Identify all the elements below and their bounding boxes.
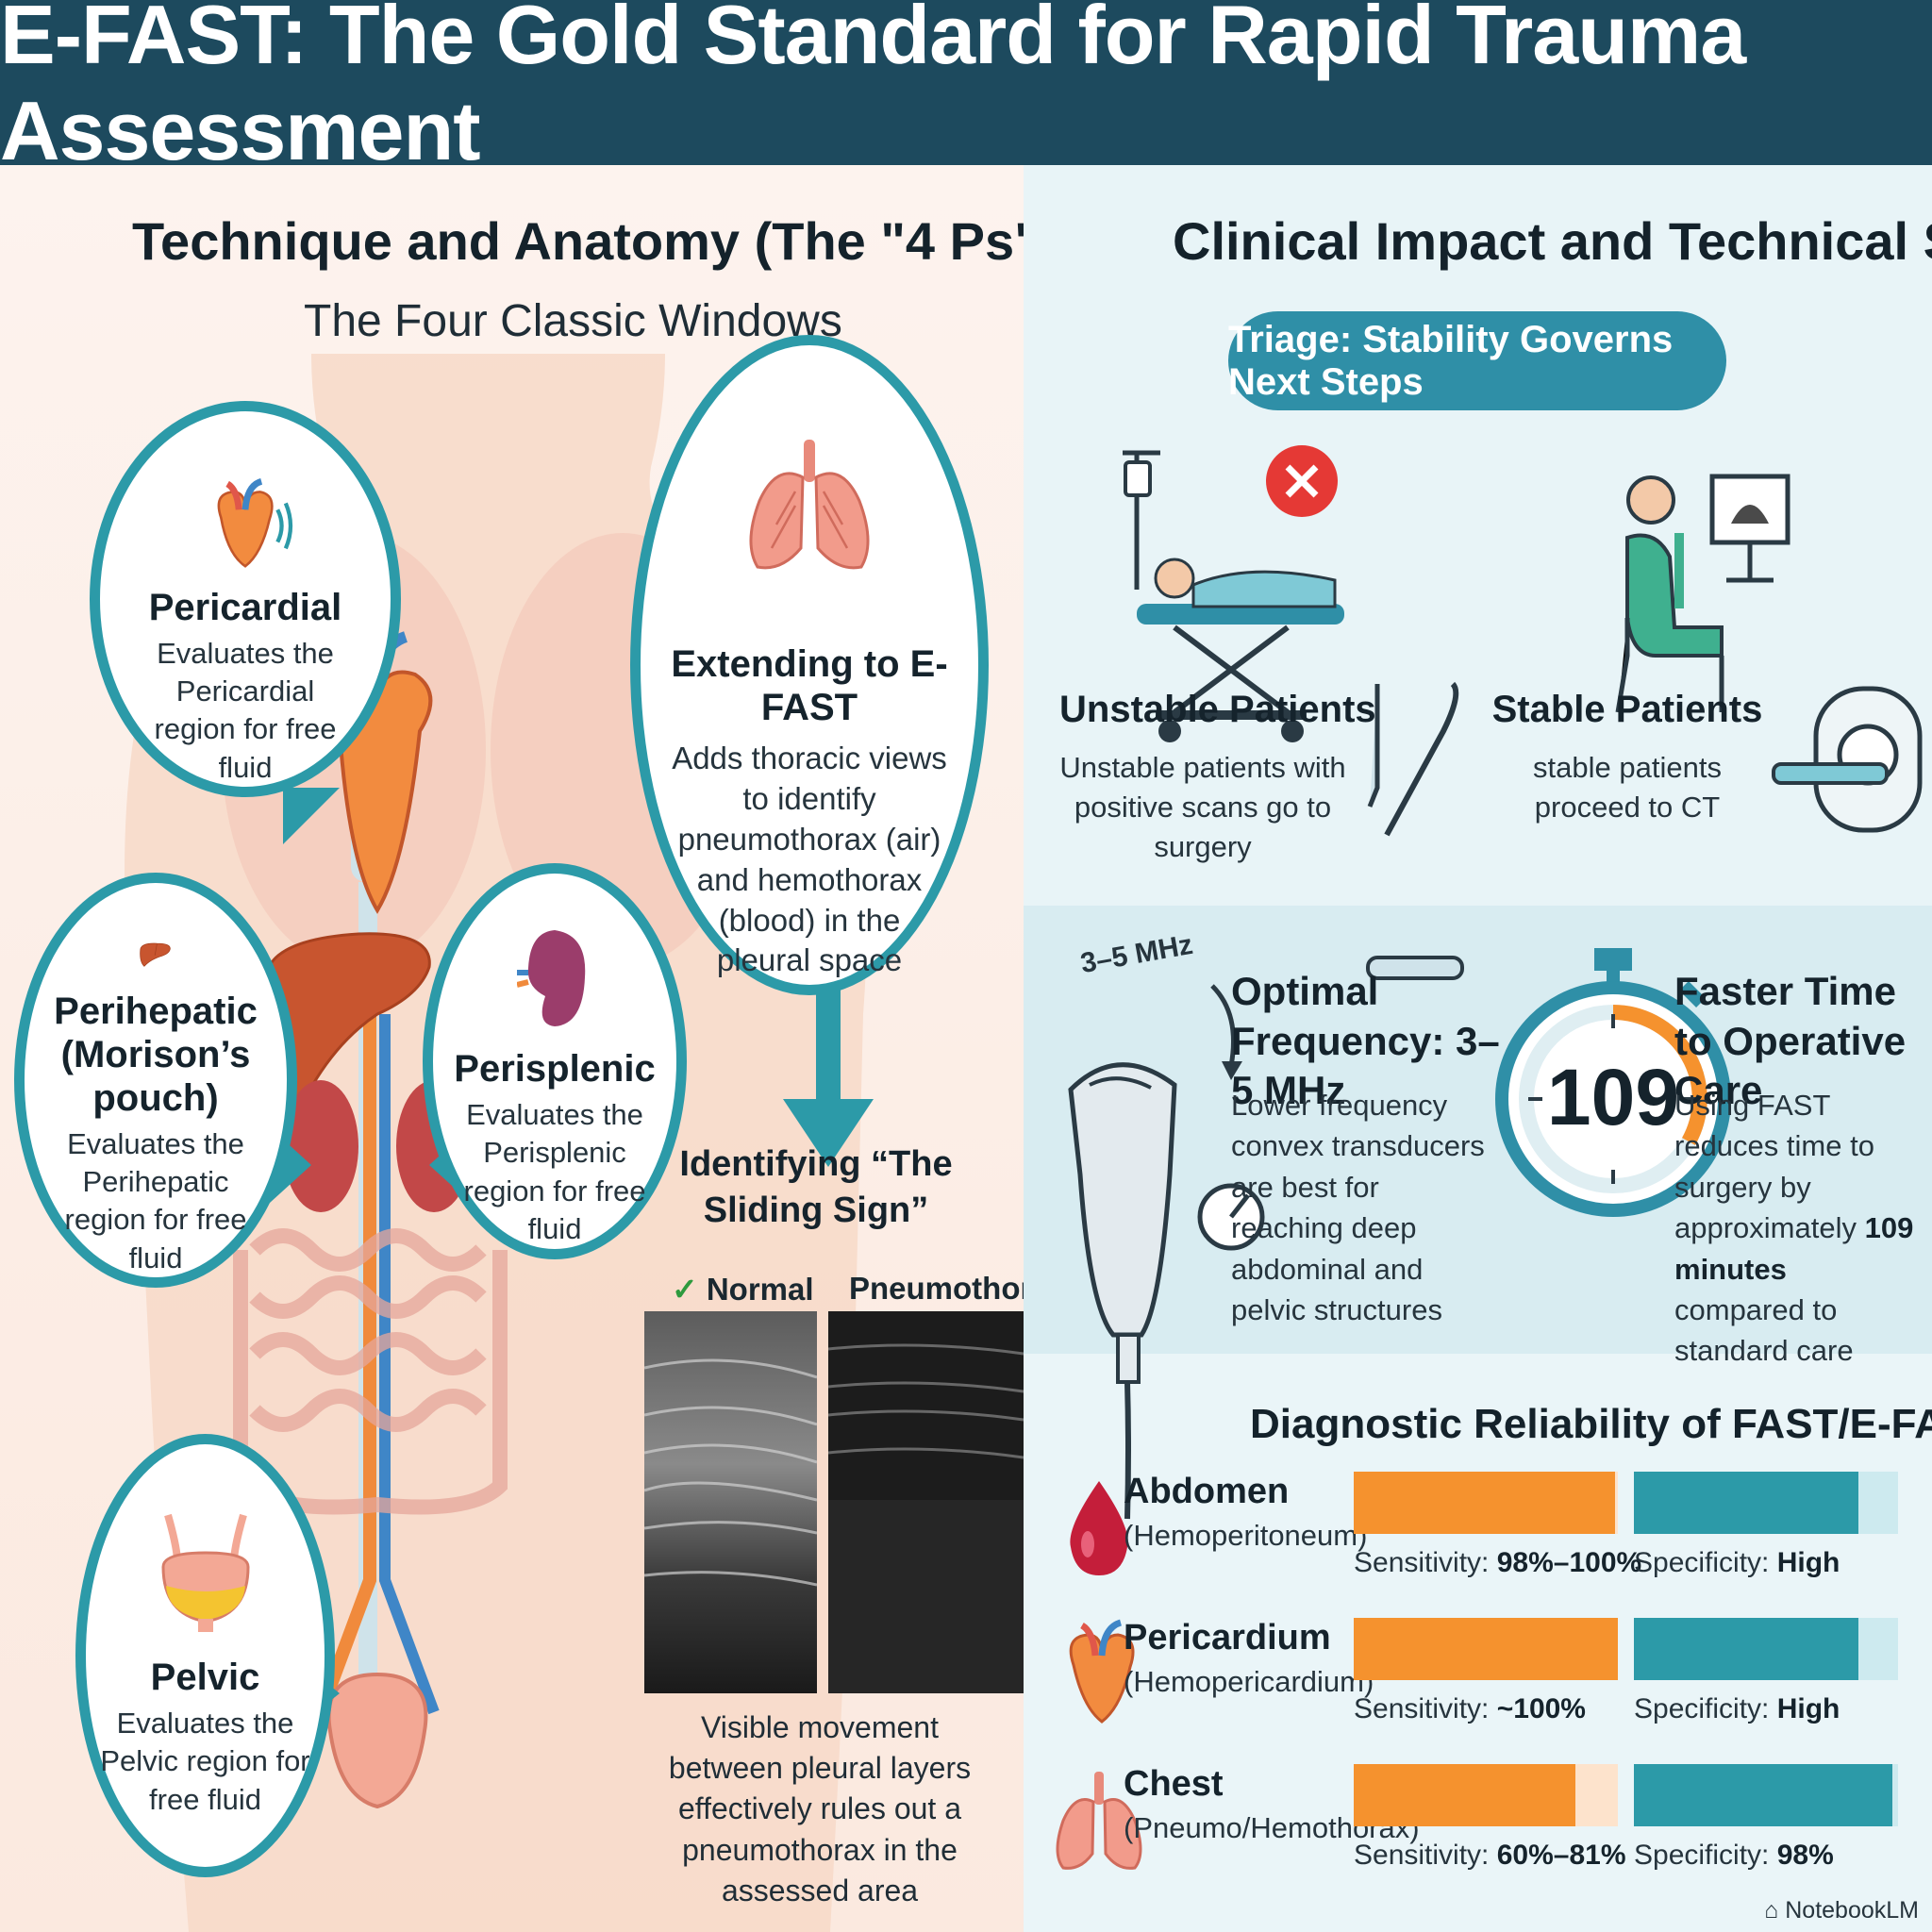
- specificity-value: High: [1776, 1547, 1840, 1578]
- sensitivity-label: Sensitivity: 60%–81%: [1354, 1840, 1626, 1871]
- sliding-sign-caption: Visible movement between pleural layers …: [668, 1710, 972, 1907]
- specificity-bar-track: [1634, 1764, 1898, 1826]
- pelvic-desc: Evaluates the Pelvic region for free flu…: [100, 1707, 310, 1816]
- sensitivity-label: Sensitivity: ~100%: [1354, 1693, 1586, 1724]
- specificity-bar-fill: [1634, 1472, 1858, 1534]
- pelvic-window-bubble: Pelvic Evaluates the Pelvic region for f…: [75, 1434, 335, 1877]
- bladder-icon: [160, 1513, 250, 1632]
- reliability-row-name: Chest: [1124, 1764, 1224, 1804]
- stopwatch-number: 109: [1546, 1053, 1680, 1141]
- ct-scanner-icon: [1772, 686, 1923, 833]
- frequency-title: Optimal Frequency: 3–5 MHz: [1231, 969, 1500, 1112]
- unstable-title: Unstable Patients: [1059, 689, 1376, 730]
- left-panel: Technique and Anatomy (The "4 Ps" + Thor…: [0, 165, 1024, 1932]
- normal-ultrasound-image: [644, 1311, 817, 1693]
- surgical-tools-icon: [1366, 681, 1464, 980]
- reliability-row-name: Abdomen: [1124, 1472, 1290, 1511]
- bladder-organ: [326, 1672, 428, 1809]
- sensitivity-bar-track: [1354, 1764, 1618, 1826]
- time-highlight: 109 minutes: [1674, 1211, 1914, 1286]
- specificity-label: Specificity: High: [1634, 1547, 1840, 1578]
- pericardial-pointer: [283, 788, 340, 844]
- right-panel: Clinical Impact and Technical Specs Tria…: [1024, 165, 1932, 1932]
- aorta: [314, 1014, 376, 1715]
- pericardium-heart-icon: [1069, 1619, 1135, 1724]
- sensitivity-value: 98%–100%: [1496, 1547, 1642, 1578]
- sensitivity-label: Sensitivity: 98%–100%: [1354, 1547, 1642, 1578]
- perisplenic-window-bubble: Perisplenic Evaluates the Perisplenic re…: [423, 863, 687, 1259]
- stable-patient-seated-icon: [1615, 474, 1790, 713]
- specificity-bar-track: [1634, 1618, 1898, 1680]
- sensitivity-bar-fill: [1354, 1472, 1616, 1534]
- four-windows-subtitle: The Four Classic Windows: [304, 296, 842, 346]
- specificity-label: Specificity: High: [1634, 1693, 1840, 1724]
- sensitivity-value: ~100%: [1496, 1693, 1586, 1724]
- chest-lungs-icon: [1056, 1772, 1142, 1870]
- notebook-icon: ⌂: [1764, 1897, 1779, 1924]
- frequency-desc: Lower frequency convex transducers are b…: [1231, 1089, 1485, 1326]
- efast-title: Extending to E-FAST: [671, 643, 948, 728]
- efast-bubble: Extending to E-FAST Adds thoracic views …: [630, 335, 989, 995]
- perihepatic-window-bubble: Perihepatic (Morison’s pouch) Evaluates …: [14, 873, 297, 1288]
- normal-label-wrap: ✓ Normal: [672, 1271, 814, 1307]
- stable-desc: stable patients proceed to CT: [1533, 751, 1722, 824]
- check-icon: ✓: [672, 1272, 698, 1307]
- ultrasound-transducer-icon: [1068, 984, 1265, 1520]
- specificity-value: 98%: [1776, 1840, 1834, 1871]
- specificity-bar-track: [1634, 1472, 1898, 1534]
- sliding-sign-title: Identifying “The Sliding Sign”: [679, 1144, 953, 1231]
- sensitivity-bar-track: [1354, 1618, 1618, 1680]
- pelvic-title: Pelvic: [150, 1657, 260, 1698]
- unstable-patient-stretcher-icon: [1123, 445, 1344, 742]
- vena-cava: [379, 1014, 440, 1715]
- pericardial-window-bubble: Pericardial Evaluates the Pericardial re…: [90, 401, 401, 797]
- spleen-icon: [517, 930, 586, 1026]
- triage-pill: Triage: Stability Governs Next Steps: [1228, 311, 1726, 410]
- reliability-row-subtitle: (Hemopericardium): [1124, 1665, 1374, 1698]
- pericardial-title: Pericardial: [148, 586, 342, 628]
- right-kidney: [283, 1080, 358, 1212]
- blood-drop-icon: [1070, 1481, 1128, 1575]
- normal-label: Normal: [706, 1272, 814, 1307]
- liver-icon: [140, 942, 171, 967]
- specs-band: [1024, 906, 1932, 1354]
- reliability-title: Diagnostic Reliability of FAST/E-FAST: [1250, 1401, 1932, 1447]
- triage-label: Triage: Stability Governs Next Steps: [1228, 318, 1674, 403]
- pneumothorax-label: Pneumothorax: [849, 1271, 1024, 1306]
- right-section-title: Clinical Impact and Technical Specs: [1173, 211, 1932, 271]
- perisplenic-desc: Evaluates the Perisplenic region for fre…: [463, 1098, 646, 1245]
- time-title: Faster Time to Operative Care: [1674, 969, 1907, 1112]
- heart-icon: [217, 477, 293, 568]
- specificity-label: Specificity: 98%: [1634, 1840, 1834, 1871]
- left-section-title: Technique and Anatomy (The "4 Ps" + Thor…: [132, 211, 1024, 271]
- reliability-row-subtitle: (Hemoperitoneum): [1124, 1519, 1368, 1552]
- reliability-row-name: Pericardium: [1124, 1618, 1331, 1657]
- pericardial-desc: Evaluates the Pericardial region for fre…: [154, 636, 337, 784]
- stopwatch-progress-arc: [1612, 1005, 1707, 1145]
- brand-label: NotebookLM: [1785, 1897, 1919, 1924]
- specificity-bar-fill: [1634, 1618, 1858, 1680]
- perisplenic-title: Perisplenic: [454, 1048, 656, 1090]
- efast-desc: Adds thoracic views to identify pneumoth…: [672, 741, 947, 978]
- lungs-icon: [749, 440, 870, 570]
- header-bar: E-FAST: The Gold Standard for Rapid Trau…: [0, 0, 1932, 177]
- stable-title: Stable Patients: [1491, 689, 1763, 730]
- sensitivity-bar-fill: [1354, 1764, 1576, 1826]
- sensitivity-bar-fill: [1354, 1618, 1618, 1680]
- efast-arrow-head: [783, 1099, 874, 1167]
- perihepatic-desc: Evaluates the Perihepatic region for fre…: [64, 1126, 247, 1274]
- sensitivity-bar-track: [1354, 1472, 1618, 1534]
- pneumothorax-ultrasound-image: [828, 1311, 1024, 1693]
- page-title: E-FAST: The Gold Standard for Rapid Trau…: [0, 0, 1746, 177]
- unstable-desc: Unstable patients with positive scans go…: [1059, 751, 1346, 863]
- perihepatic-title: Perihepatic (Morison’s pouch): [54, 990, 258, 1119]
- brand-wrap: ⌂ NotebookLM: [1764, 1897, 1919, 1924]
- time-desc: Using FAST reduces time to surgery by ap…: [1674, 1089, 1914, 1368]
- specificity-bar-fill: [1634, 1764, 1893, 1826]
- sensitivity-value: 60%–81%: [1496, 1840, 1626, 1871]
- stopwatch-icon: [1495, 948, 1731, 1217]
- specificity-value: High: [1776, 1693, 1840, 1724]
